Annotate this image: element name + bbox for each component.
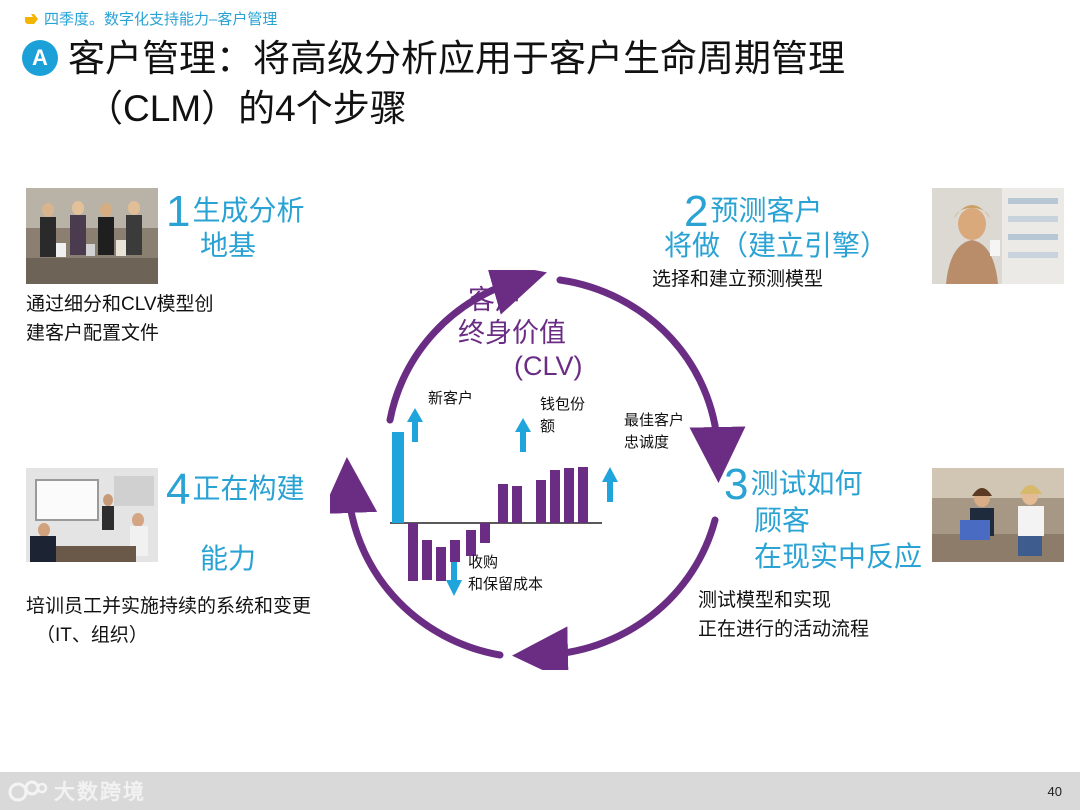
cost-bar-6: [480, 523, 490, 543]
step-3-title: 3测试如何 顾客 在现实中反应: [724, 463, 923, 575]
footer-logo: 大数跨境: [8, 776, 146, 806]
step-1-desc-line-1: 通过细分和CLV模型创: [26, 294, 214, 315]
cycle-arc-bottom: [512, 516, 719, 670]
step-4-title-line-2: 能力: [200, 543, 257, 574]
step-4-title-line-1: 正在构建: [192, 473, 305, 504]
step-2-number: 2: [684, 187, 709, 236]
step-3-title-line-3: 在现实中反应: [754, 541, 923, 572]
clv-label-line-2: 终身价值: [458, 318, 566, 348]
step-2-title-line-2: 将做（建立引擎）: [664, 230, 889, 261]
loyalty-label-line-1: 最佳客户: [624, 412, 685, 429]
step-4-desc: 培训员工并实施持续的系统和变更 （IT、组织）: [26, 592, 311, 650]
wallet-bar-2: [512, 486, 522, 523]
step-2-desc: 选择和建立预测模型: [652, 265, 823, 294]
step-1-title-line-2: 地基: [200, 230, 257, 261]
step-4-desc-line-1: 培训员工并实施持续的系统和变更: [26, 596, 312, 617]
loyalty-arrow: [602, 467, 618, 502]
step-1-desc: 通过细分和CLV模型创 建客户配置文件: [26, 290, 214, 348]
loyalty-label: 最佳客户 忠诚度: [624, 410, 684, 454]
step-1-title-line-1: 生成分析: [192, 195, 305, 226]
clv-label-line-3: (CLV): [514, 351, 583, 381]
breadcrumb-text: 四季度。数字化支持能力–客户管理: [44, 11, 278, 28]
cost-bar-1: [408, 523, 418, 581]
step-4-title-line-2-block: 能力: [200, 542, 256, 576]
wallet-arrow: [515, 418, 531, 452]
step-2-title-line-1: 预测客户: [710, 195, 823, 226]
clv-label: 客户 终身价值 (CLV): [458, 284, 583, 383]
cost-label: 收购 和保留成本: [468, 552, 543, 596]
loyalty-bar-2: [550, 470, 560, 523]
loyalty-bar-4: [578, 467, 588, 523]
title-line-2: （CLM）的4个步骤: [86, 88, 407, 129]
cycle-arc-right: [556, 276, 746, 483]
cost-label-line-1: 收购: [468, 554, 499, 571]
title-line-1: 客户管理：将高级分析应用于客户生命周期管理: [68, 38, 845, 79]
cost-bar-5: [466, 530, 476, 556]
step-1-number: 1: [166, 187, 191, 236]
step-3-desc-line-1: 测试模型和实现: [698, 590, 832, 611]
page-title: 客户管理：将高级分析应用于客户生命周期管理 （CLM）的4个步骤: [68, 34, 1028, 134]
footer-bar: 大数跨境 40: [0, 772, 1080, 810]
step-1-title: 1生成分析 地基: [166, 190, 305, 263]
new-customers-label: 新客户: [428, 390, 474, 407]
students-photo: [932, 468, 1064, 562]
new-customers-arrow: [407, 408, 423, 442]
pointing-hand-icon: [25, 13, 38, 24]
step-4-number: 4: [166, 465, 191, 514]
step-1-desc-line-2: 建客户配置文件: [26, 323, 160, 344]
loyalty-bar-1: [536, 480, 546, 523]
loyalty-bar-3: [564, 468, 574, 523]
section-badge: A: [22, 40, 58, 76]
wallet-label-line-1: 钱包份: [540, 396, 586, 413]
shopper-woman-photo: [932, 188, 1064, 284]
cycle-svg: [330, 270, 746, 670]
step-3-title-line-1: 测试如何: [750, 468, 863, 499]
step-4-title: 4正在构建: [166, 468, 305, 512]
shoppers-photo: [26, 188, 158, 284]
wallet-label: 钱包份 额: [540, 394, 585, 438]
step-4-desc-line-2: （IT、组织）: [36, 625, 148, 646]
wallet-label-line-2: 额: [540, 418, 556, 435]
page-number: 40: [1047, 784, 1062, 799]
step-2-desc-line-1: 选择和建立预测模型: [652, 269, 824, 290]
cycle-arc-top: [386, 270, 547, 424]
wallet-bar-1: [498, 484, 508, 523]
new-customers-bar: [392, 432, 404, 523]
brand-logo-icon: [8, 780, 48, 802]
cost-label-line-2: 和保留成本: [468, 576, 544, 593]
breadcrumb: 四季度。数字化支持能力–客户管理: [24, 8, 277, 29]
step-3-desc: 测试模型和实现 正在进行的活动流程: [698, 586, 869, 644]
step-3-title-line-2: 顾客: [754, 505, 811, 536]
cost-down-arrow: [446, 562, 462, 596]
clv-label-line-1: 客户: [468, 285, 522, 315]
clv-cycle-diagram: 客户 终身价值 (CLV) 新客户 钱包份 额 最佳客户 忠诚度 收购 和保留成…: [330, 270, 750, 670]
footer-logo-text: 大数跨境: [54, 781, 146, 804]
loyalty-label-line-2: 忠诚度: [624, 434, 670, 451]
step-2-title: 2预测客户 将做（建立引擎）: [664, 190, 889, 263]
step-3-desc-line-2: 正在进行的活动流程: [698, 619, 870, 640]
cost-bar-3: [436, 547, 446, 581]
cost-bar-2: [422, 540, 432, 580]
meeting-photo: [26, 468, 158, 562]
cycle-arc-left: [330, 457, 504, 659]
cost-bar-4: [450, 540, 460, 562]
